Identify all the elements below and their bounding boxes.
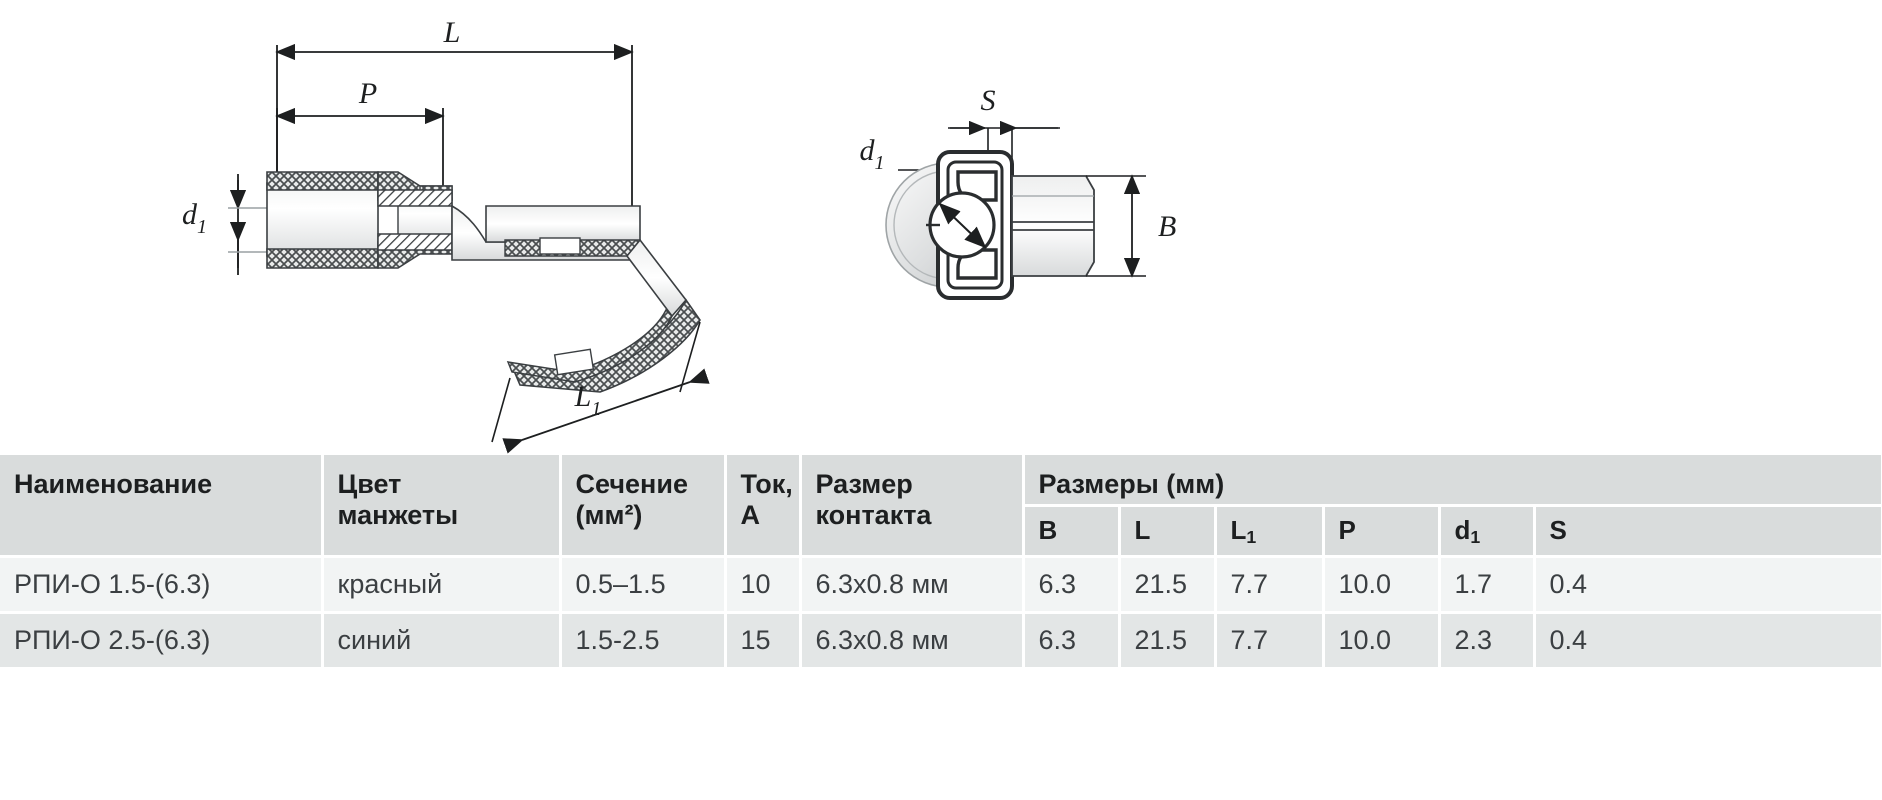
- specifications-table: Наименование Цвет манжеты Сечение (мм²) …: [0, 455, 1882, 668]
- header-sleeve-color: Цвет манжеты: [322, 455, 562, 557]
- cell-l: 21.5: [1119, 555, 1217, 613]
- cell-contact_size: 6.3x0.8 мм: [800, 611, 1025, 668]
- header-contact-size-line1: Размер: [815, 469, 913, 499]
- header-dim-B: B: [1023, 504, 1121, 557]
- table-head: Наименование Цвет манжеты Сечение (мм²) …: [0, 455, 1882, 557]
- dim-label-d1-left: d1: [182, 198, 207, 238]
- header-name: Наименование: [0, 455, 324, 557]
- terminal-flat-section: [451, 204, 641, 261]
- dim-label-d1-right: d1: [860, 134, 885, 174]
- header-dim-L: L: [1119, 504, 1217, 557]
- cell-p: 10.0: [1323, 611, 1441, 668]
- cell-cross_section: 0.5–1.5: [560, 555, 727, 613]
- cell-contact_size: 6.3x0.8 мм: [800, 555, 1025, 613]
- dimension-L1: [491, 321, 710, 454]
- header-contact-size: Размер контакта: [800, 455, 1025, 557]
- header-row-group: Наименование Цвет манжеты Сечение (мм²) …: [0, 455, 1882, 557]
- insulation-sleeve: [266, 171, 453, 269]
- cell-s: 0.4: [1534, 611, 1882, 668]
- header-cross-section-line1: Сечение: [575, 469, 688, 499]
- cell-p: 10.0: [1323, 555, 1441, 613]
- header-dim-L1-base: L: [1230, 515, 1247, 546]
- cell-b: 6.3: [1023, 611, 1121, 668]
- header-dim-S: S: [1534, 504, 1882, 557]
- terminal-spec-table: Наименование Цвет манжеты Сечение (мм²) …: [0, 455, 1882, 668]
- technical-drawing: L P d1: [182, 16, 1176, 454]
- header-dim-d1-sub: 1: [1470, 527, 1481, 548]
- cell-b: 6.3: [1023, 555, 1121, 613]
- header-cross-section-line2: (мм²): [575, 500, 643, 531]
- cell-s: 0.4: [1534, 555, 1882, 613]
- header-dim-d1: d1: [1439, 504, 1536, 557]
- header-sleeve-color-line2: манжеты: [337, 500, 459, 531]
- header-row-sub: B L L1 P d1 S: [0, 504, 1882, 557]
- cell-current: 10: [725, 555, 802, 613]
- dim-label-B: B: [1158, 210, 1176, 243]
- dim-label-P: P: [358, 77, 377, 110]
- cell-sleeve_color: красный: [322, 555, 562, 613]
- cell-d1: 1.7: [1439, 555, 1536, 613]
- header-dim-L1: L1: [1215, 504, 1325, 557]
- header-dim-d1-base: d: [1454, 515, 1471, 546]
- cell-l: 21.5: [1119, 611, 1217, 668]
- cell-current: 15: [725, 611, 802, 668]
- dim-label-S: S: [981, 84, 996, 117]
- dimension-B: [1086, 174, 1146, 278]
- dim-label-L: L: [443, 16, 461, 49]
- sleeve-block-front: [1011, 175, 1095, 277]
- cell-name: РПИ-О 1.5-(6.3): [0, 555, 324, 613]
- terminal-hook-arm: [506, 238, 701, 393]
- header-contact-size-line2: контакта: [815, 500, 932, 531]
- cell-l1: 7.7: [1215, 611, 1325, 668]
- hook-profile-front: [926, 150, 1014, 300]
- cell-d1: 2.3: [1439, 611, 1536, 668]
- header-current-line1: Ток,: [740, 469, 793, 499]
- cell-cross_section: 1.5-2.5: [560, 611, 727, 668]
- header-sleeve-color-line1: Цвет: [337, 469, 402, 499]
- header-current: Ток, А: [725, 455, 802, 557]
- header-cross-section: Сечение (мм²): [560, 455, 727, 557]
- header-dim-P: P: [1323, 504, 1441, 557]
- cell-sleeve_color: синий: [322, 611, 562, 668]
- cell-name: РПИ-О 2.5-(6.3): [0, 611, 324, 668]
- cell-l1: 7.7: [1215, 555, 1325, 613]
- header-dim-L1-sub: 1: [1246, 527, 1257, 548]
- header-current-line2: А: [740, 500, 761, 531]
- header-dimensions-group: Размеры (мм): [1023, 455, 1882, 506]
